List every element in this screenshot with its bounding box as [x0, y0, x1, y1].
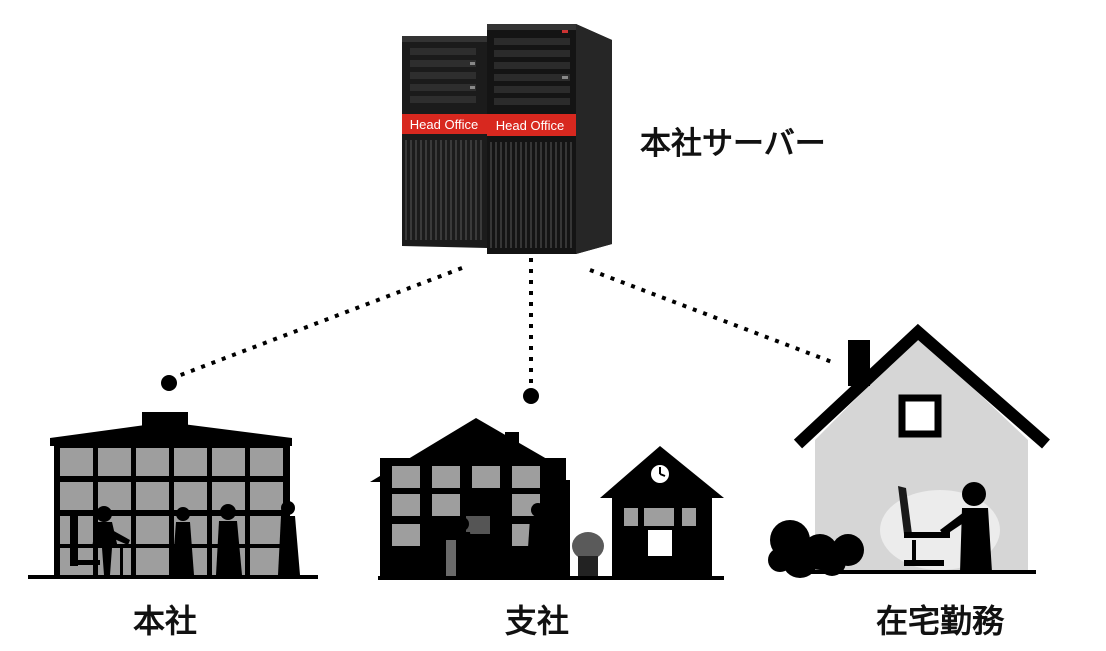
home-office-house-icon [768, 323, 1050, 578]
connection-node-branch [523, 388, 539, 404]
branch-office-building-icon [370, 418, 724, 580]
small-clock-building-icon [600, 446, 724, 578]
remote-worker-silhouette [898, 482, 992, 572]
location-label-remote-work: 在宅勤務 [876, 602, 1005, 640]
plant-icon [572, 532, 604, 578]
location-label-head-office: 本社 [133, 602, 198, 640]
office-workers-silhouette [70, 501, 300, 575]
branch-worker-silhouette [446, 503, 550, 580]
bush-icon [768, 520, 864, 578]
house-window [898, 394, 942, 438]
connection-line-home [589, 268, 833, 364]
server-icon: Head Office Head Office [402, 24, 612, 254]
server-badge-text-left: Head Office [410, 117, 478, 132]
head-office-building-icon [28, 412, 318, 579]
server-tower-right: Head Office [487, 24, 612, 254]
connection-node-hq [161, 375, 177, 391]
server-tower-left: Head Office [402, 36, 487, 248]
connection-line-hq [177, 266, 463, 378]
server-badge-right [487, 114, 576, 136]
server-badge-text-right: Head Office [496, 118, 564, 133]
server-badge-left [402, 114, 487, 134]
location-label-branch-office: 支社 [505, 602, 570, 640]
connections [177, 258, 833, 386]
server-title: 本社サーバー [640, 126, 826, 162]
